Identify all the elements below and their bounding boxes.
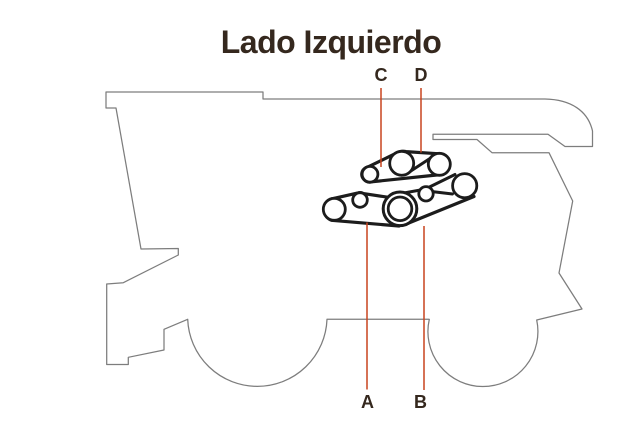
lower-left-pulley <box>321 196 347 222</box>
belt-assemblies <box>321 149 479 228</box>
machine-body-path <box>105 91 594 388</box>
lower-left-idler <box>351 191 369 209</box>
upper-right-tensioner-pulley <box>451 172 479 200</box>
lower-right-idler <box>417 185 435 203</box>
leader-lines <box>366 88 425 390</box>
callout-label-b: B <box>414 392 427 412</box>
lower-belt-return-run <box>428 173 457 189</box>
callout-label-a: A <box>361 392 374 412</box>
lower-belt-diagonal-run <box>405 194 476 226</box>
upper-belt-assembly <box>360 149 452 184</box>
callout-labels: C D A B <box>361 65 428 412</box>
lower-belt-short-run-a <box>432 190 454 196</box>
upper-idler-pulley <box>360 165 380 184</box>
callout-label-c: C <box>375 65 388 85</box>
callout-label-d: D <box>415 65 428 85</box>
lower-belt-assembly <box>321 172 479 228</box>
machine-outline <box>105 91 594 388</box>
crankshaft-pulley-inner <box>386 195 414 223</box>
upper-right-pulley <box>426 151 452 177</box>
upper-center-pulley <box>388 149 416 177</box>
page-title: Lado Izquierdo <box>221 24 442 60</box>
